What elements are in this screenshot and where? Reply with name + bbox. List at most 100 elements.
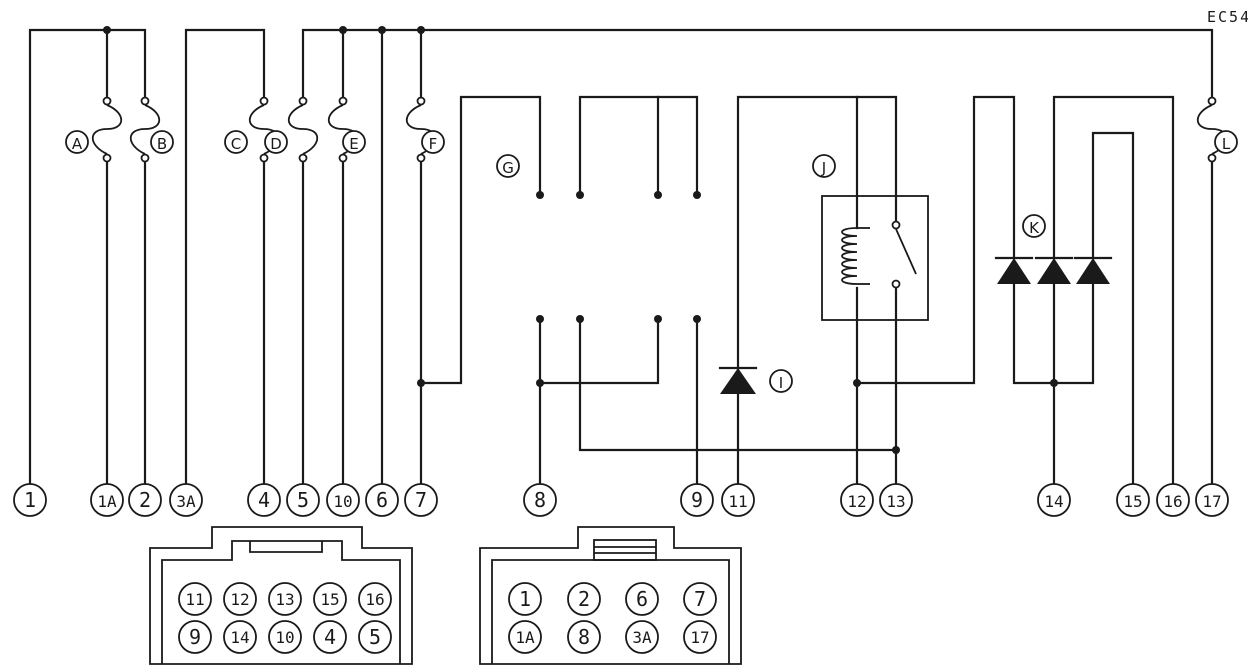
svg-text:13: 13 (886, 492, 905, 511)
svg-text:15: 15 (1123, 492, 1142, 511)
svg-text:6: 6 (636, 587, 648, 611)
svg-text:16: 16 (365, 590, 384, 609)
diagram-code: EC54 (1207, 8, 1248, 26)
svg-text:11: 11 (728, 492, 747, 511)
terminal-11: 11 (721, 483, 755, 517)
svg-text:10: 10 (275, 628, 294, 647)
connector-right: 1 2 6 7 1A 8 3A 17 (479, 526, 742, 665)
svg-text:13: 13 (275, 590, 294, 609)
svg-text:L: L (1222, 135, 1231, 153)
terminal-15: 15 (1116, 483, 1150, 517)
terminal-14: 14 (1037, 483, 1071, 517)
label-l: L (1214, 130, 1238, 154)
terminal-8: 8 (523, 483, 557, 517)
connector-left-bottom-row: 9 14 10 4 5 (178, 620, 392, 654)
pin-8: 8 (567, 620, 601, 654)
terminal-13: 13 (879, 483, 913, 517)
svg-text:E: E (349, 135, 358, 153)
label-e: E (342, 130, 366, 154)
svg-text:17: 17 (690, 628, 709, 647)
svg-text:F: F (429, 135, 438, 153)
pin-6: 6 (625, 582, 659, 616)
svg-text:8: 8 (534, 488, 546, 512)
terminal-2: 2 (128, 483, 162, 517)
svg-text:9: 9 (691, 488, 703, 512)
pin-2: 2 (567, 582, 601, 616)
pin-13: 13 (268, 582, 302, 616)
fuse-b (129, 96, 161, 163)
pin-12: 12 (223, 582, 257, 616)
pin-17: 17 (683, 620, 717, 654)
svg-text:C: C (231, 135, 241, 153)
label-i: I (769, 369, 793, 393)
diode-block-k (994, 256, 1113, 284)
pin-4: 4 (313, 620, 347, 654)
label-g: G (496, 154, 520, 178)
svg-text:2: 2 (139, 488, 151, 512)
wires (28, 28, 1214, 485)
connector-right-top-row: 1 2 6 7 (508, 582, 717, 616)
pin-15: 15 (313, 582, 347, 616)
fuses (91, 96, 1228, 163)
svg-text:3A: 3A (632, 628, 652, 647)
label-k: K (1022, 214, 1046, 238)
svg-text:6: 6 (376, 488, 388, 512)
pin-5: 5 (358, 620, 392, 654)
terminal-labels: 1 1A 2 3A 4 5 10 6 7 8 9 11 12 13 14 15 … (13, 483, 1229, 517)
terminal-16: 16 (1156, 483, 1190, 517)
connector-left-top-row: 11 12 13 15 16 (178, 582, 392, 616)
svg-text:11: 11 (185, 590, 204, 609)
terminal-12: 12 (840, 483, 874, 517)
svg-text:10: 10 (333, 492, 352, 511)
fuse-a (91, 96, 123, 163)
label-c: C (224, 130, 248, 154)
label-f: F (421, 130, 445, 154)
svg-text:D: D (270, 135, 282, 153)
terminal-5: 5 (286, 483, 320, 517)
svg-text:14: 14 (1044, 492, 1063, 511)
label-d: D (264, 130, 288, 154)
svg-text:1: 1 (519, 587, 531, 611)
svg-text:8: 8 (578, 625, 590, 649)
pin-3a: 3A (625, 620, 659, 654)
connector-right-bottom-row: 1A 8 3A 17 (508, 620, 717, 654)
svg-text:G: G (502, 159, 514, 177)
pin-1: 1 (508, 582, 542, 616)
svg-text:9: 9 (189, 625, 201, 649)
component-labels: A B C D E F G I (65, 130, 1238, 393)
svg-text:5: 5 (369, 625, 381, 649)
terminal-17: 17 (1195, 483, 1229, 517)
svg-text:15: 15 (320, 590, 339, 609)
pin-1a: 1A (508, 620, 542, 654)
svg-text:1A: 1A (97, 492, 117, 511)
label-a: A (65, 130, 89, 154)
svg-text:14: 14 (230, 628, 249, 647)
svg-text:12: 12 (230, 590, 249, 609)
svg-text:7: 7 (694, 587, 706, 611)
svg-text:17: 17 (1202, 492, 1221, 511)
label-j: J (812, 154, 836, 178)
pin-7: 7 (683, 582, 717, 616)
terminal-1: 1 (13, 483, 47, 517)
junction-dots (103, 26, 1058, 454)
svg-text:4: 4 (324, 625, 336, 649)
svg-text:16: 16 (1163, 492, 1182, 511)
switch-g-contacts (536, 191, 701, 323)
terminal-4: 4 (247, 483, 281, 517)
terminal-7: 7 (404, 483, 438, 517)
fuse-d (287, 96, 319, 163)
svg-text:3A: 3A (176, 492, 196, 511)
label-b: B (150, 130, 174, 154)
svg-text:1A: 1A (515, 628, 535, 647)
svg-text:J: J (821, 159, 826, 177)
terminal-9: 9 (680, 483, 714, 517)
fuse-e (327, 96, 359, 163)
terminal-1a: 1A (90, 483, 124, 517)
terminal-6: 6 (365, 483, 399, 517)
terminal-10: 10 (326, 483, 360, 517)
svg-text:2: 2 (578, 587, 590, 611)
svg-text:B: B (157, 135, 167, 153)
svg-text:K: K (1029, 219, 1040, 237)
svg-text:7: 7 (415, 488, 427, 512)
